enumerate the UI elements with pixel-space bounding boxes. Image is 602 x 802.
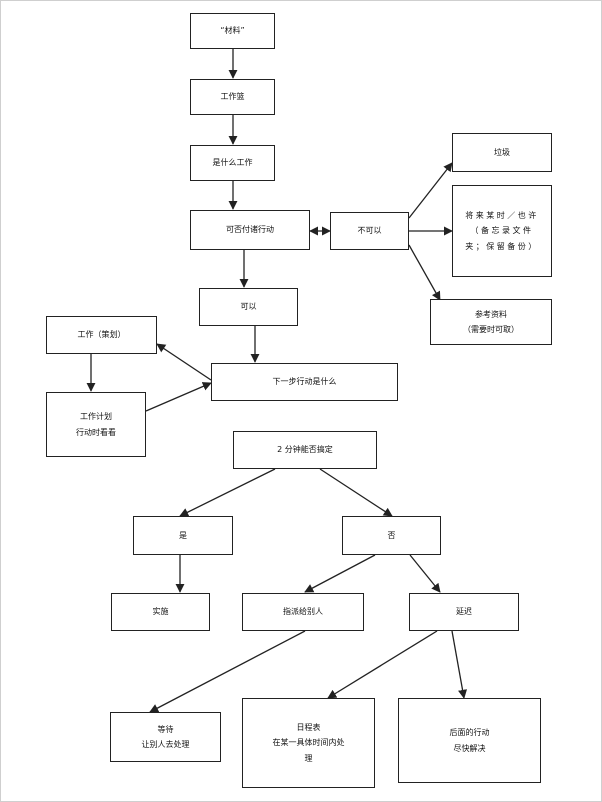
node-doit: 实施 [111,593,210,631]
edge-defer-calendar [327,630,438,699]
edge-no-trash [408,162,453,219]
edge-no-defer [409,554,441,593]
node-label-line: 将来某时／也许 [465,211,539,221]
node-label-line: 夹；保留备份） [465,241,539,251]
node-label-line: 工作篮 [220,92,245,102]
node-defer: 延迟 [409,593,519,631]
node-trash: 垃圾 [452,133,552,172]
node-collect: “材料” [190,13,275,49]
node-label-line: 可否付诸行动 [226,225,274,235]
node-label-line: 参考资料 [475,309,507,319]
node-label-line: 在某一具体时间内处 [272,738,345,748]
node-inbox: 工作篮 [190,79,275,115]
node-twomin: 2 分钟能否搞定 [233,431,377,469]
node-label-line: 理 [304,753,313,763]
node-label-line: 让别人去处理 [141,740,190,749]
node-label-line: （备忘录文件 [470,226,534,236]
node-nextact: 后面的行动尽快解决 [398,698,541,783]
node-label-line: 尽快解决 [453,743,486,753]
edge-defer-nextact [451,630,468,699]
node-label-line: 日程表 [296,723,321,733]
node-label-line: 延迟 [456,607,472,617]
node-reference: 参考资料 （需要时可取） [430,299,552,345]
node-yes: 可以 [199,288,298,326]
node-no: 不可以 [330,212,409,250]
node-label-line: 2 分钟能否搞定 [277,445,333,455]
node-waiting: 等待让别人去处理 [110,712,221,762]
node-plan: 工作计划行动时看看 [46,392,146,457]
node-label-line: 不可以 [357,226,382,236]
edge-no-delegate [304,554,376,593]
edge-twomin-no [319,468,393,517]
node-yes2: 是 [133,516,233,555]
node-label-line: 否 [387,530,396,540]
node-label-line: 垃圾 [494,147,510,157]
node-next: 下一步行动是什么 [211,363,398,401]
node-label-line: 可以 [240,302,257,312]
node-label-line: 后面的行动 [449,728,490,738]
edge-next-project [156,343,212,381]
node-label-line: 工作计划 [80,412,112,422]
node-label-line: 下一步行动是什么 [272,377,337,387]
node-delegate: 指派给别人 [242,593,364,631]
node-label-line: 是 [179,530,187,540]
node-label-line: 工作（策划） [77,330,126,340]
node-label-line: 指派给别人 [283,607,323,617]
node-calendar: 日程表在某一具体时间内处理 [242,698,375,788]
node-label-line: 等待 [157,724,174,734]
node-someday: 将来某时／也许 （备忘录文件夹；保留备份） [452,185,552,277]
node-label-line: （需要时可取） [463,325,519,334]
edge-plan-next [145,382,212,412]
node-label-line: 行动时看看 [76,427,116,437]
edge-no-reference [408,244,441,301]
edge-delegate-waiting [149,630,306,713]
node-project: 工作（策划） [46,316,157,354]
edge-twomin-yes [179,468,276,517]
node-no2: 否 [342,516,441,555]
node-action: 可否付诸行动 [190,210,310,250]
node-label-line: “材料” [220,26,245,36]
node-what: 是什么工作 [190,145,275,181]
node-label-line: 实施 [152,607,169,617]
node-label-line: 是什么工作 [212,158,253,168]
